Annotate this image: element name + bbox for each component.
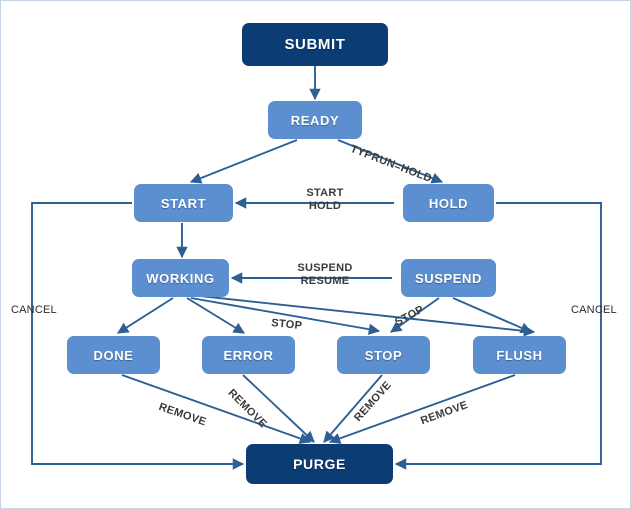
edge-flush-purge (328, 374, 516, 444)
node-hold[interactable]: HOLD (403, 184, 494, 222)
node-suspend[interactable]: SUSPEND (401, 259, 496, 297)
edge-stop-purge (323, 374, 383, 443)
edge-ready-hold (337, 139, 444, 184)
edge-hold-purge-cancel (394, 202, 602, 470)
node-flush[interactable]: FLUSH (473, 336, 566, 374)
edge-label-cancel-left: CANCEL (11, 304, 57, 316)
edge-label-start-hold: START HOLD (306, 187, 344, 212)
node-ready[interactable]: READY (268, 101, 362, 139)
edge-working-done (117, 297, 174, 334)
edge-error-purge (242, 374, 315, 443)
edge-suspend-flush (452, 297, 533, 334)
node-submit[interactable]: SUBMIT (242, 23, 388, 66)
edge-suspend-stop (390, 297, 440, 333)
node-purge[interactable]: PURGE (246, 444, 393, 484)
edge-working-error (186, 297, 245, 334)
edge-ready-start (189, 139, 298, 184)
edge-working-stop (190, 297, 381, 335)
node-error[interactable]: ERROR (202, 336, 295, 374)
node-done[interactable]: DONE (67, 336, 160, 374)
edge-working-flush (190, 294, 536, 337)
node-start[interactable]: START (134, 184, 233, 222)
node-stop[interactable]: STOP (337, 336, 430, 374)
edge-label-suspend-resume: SUSPEND RESUME (297, 262, 353, 287)
node-working[interactable]: WORKING (132, 259, 229, 297)
edge-start-purge-cancel (31, 202, 245, 470)
edge-label-cancel-right: CANCEL (571, 304, 617, 316)
edge-done-purge (121, 374, 312, 444)
